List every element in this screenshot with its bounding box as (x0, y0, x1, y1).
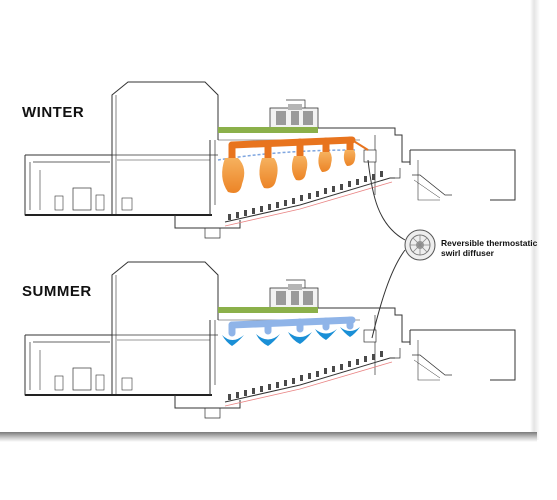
supply-duct-winter (218, 127, 318, 133)
thermostat-box-summer (363, 329, 377, 343)
callout-leaders (367, 159, 406, 339)
winter-section (24, 81, 516, 239)
cooling-duct (228, 316, 356, 337)
page-shadow-right (530, 0, 540, 440)
heating-duct (228, 136, 356, 162)
air-handling-unit-icon (276, 104, 313, 125)
warm-air-plumes (222, 150, 356, 193)
summer-label: SUMMER (22, 283, 92, 300)
cool-air-swirls (222, 327, 360, 346)
supply-duct-summer (218, 307, 318, 313)
page-shadow (0, 432, 537, 442)
diffuser-callout-line1: Reversible thermostatic (441, 238, 538, 248)
winter-label: WINTER (22, 104, 85, 121)
diffuser-icon (404, 229, 436, 261)
air-handling-unit-icon (276, 284, 313, 305)
summer-section (24, 261, 516, 419)
diffuser-callout-line2: swirl diffuser (441, 248, 494, 258)
thermostat-box-winter (363, 149, 377, 163)
return-air-line-winter (217, 149, 356, 161)
